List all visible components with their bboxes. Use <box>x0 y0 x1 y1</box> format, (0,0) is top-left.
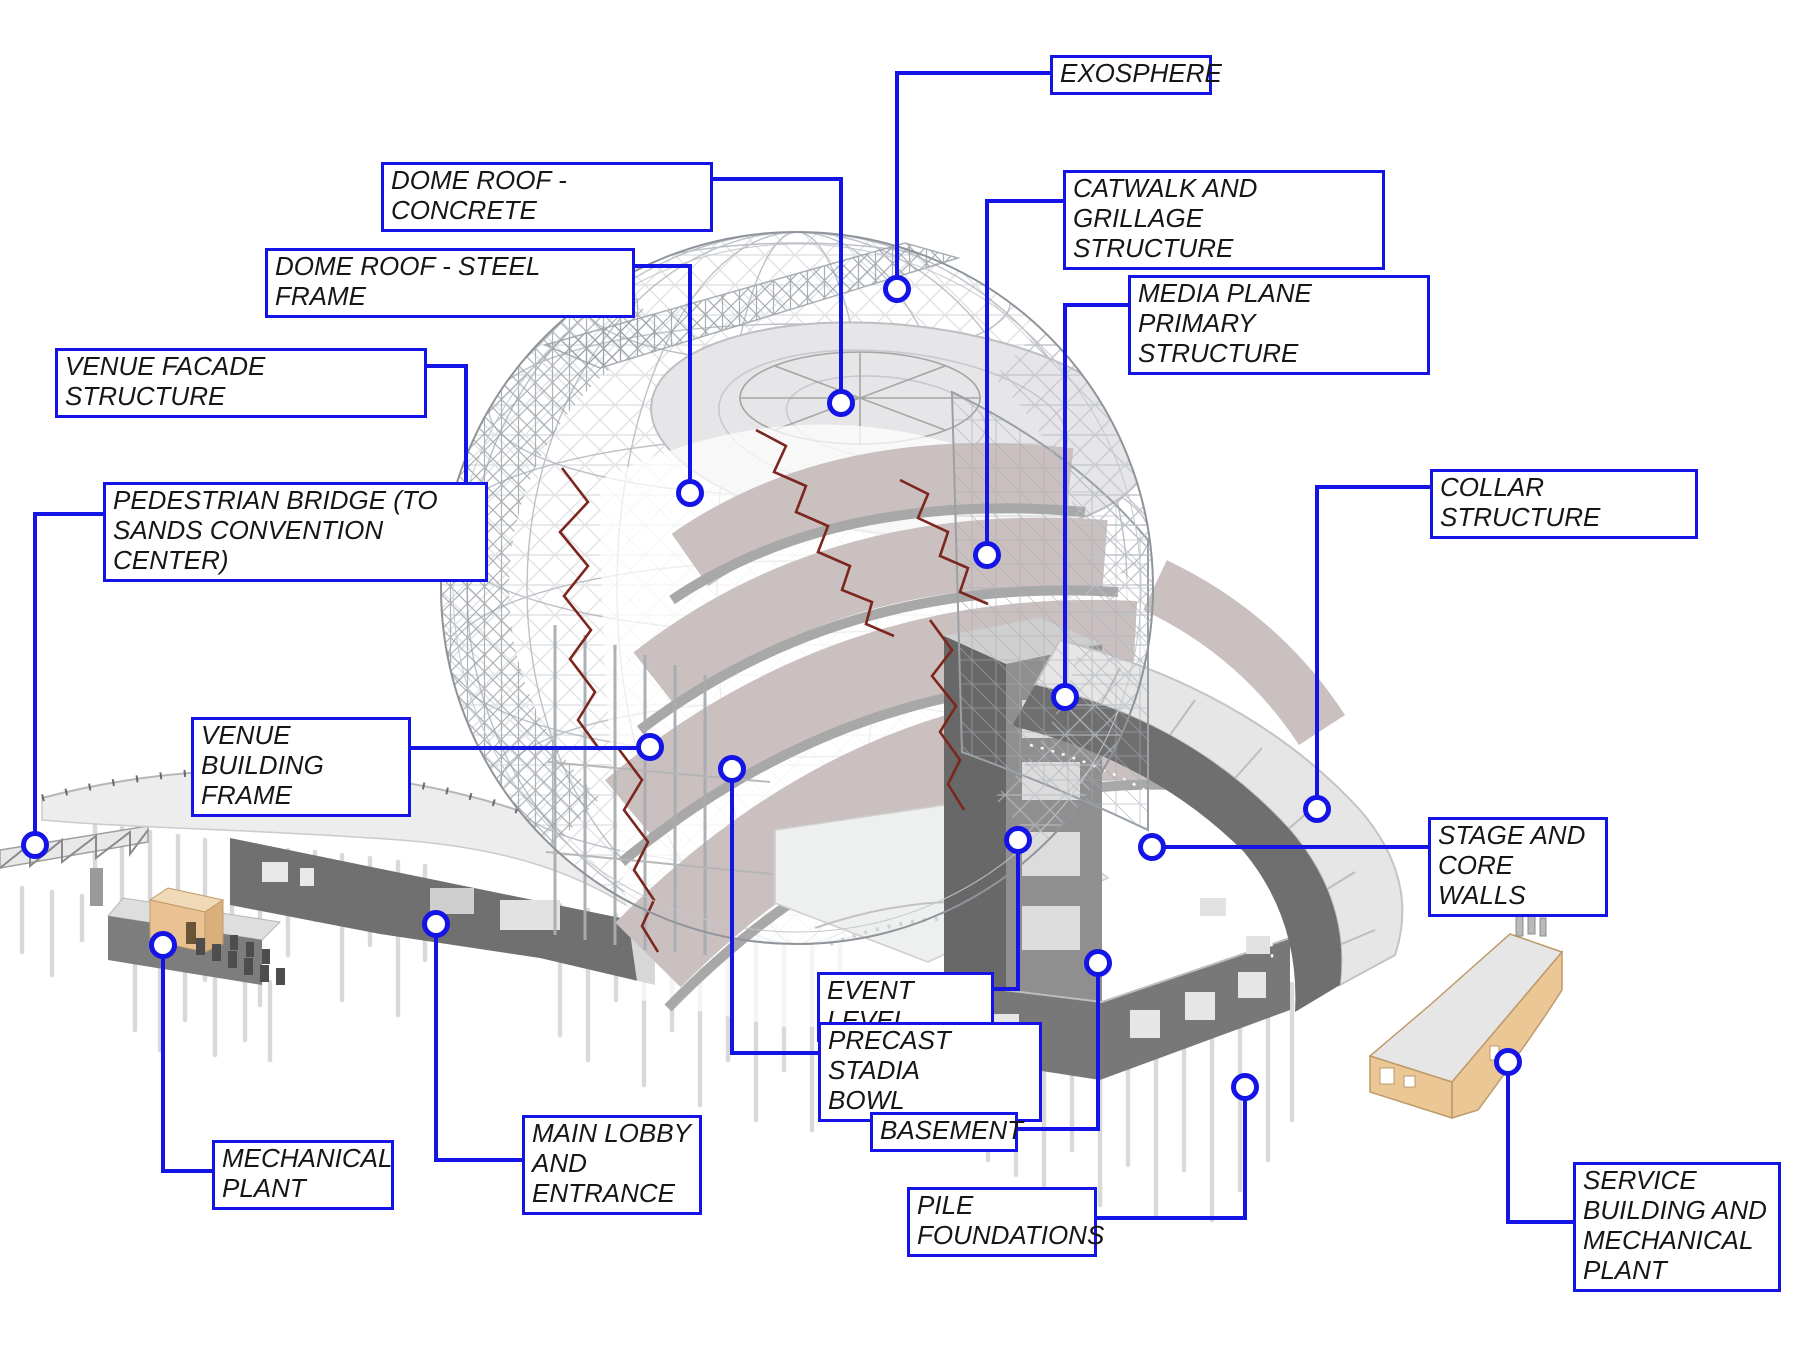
mechanical-plant-building <box>107 887 285 985</box>
callout-point-basement <box>1084 949 1112 977</box>
label-main-lobby-entrance: MAIN LOBBY AND ENTRANCE <box>522 1115 702 1215</box>
leader-basement <box>1018 963 1100 1131</box>
callout-point-collar <box>1303 795 1331 823</box>
label-collar-structure: COLLAR STRUCTURE <box>1430 469 1698 539</box>
callout-point-media-plane <box>1051 683 1079 711</box>
exosphere-near-shell <box>441 232 1153 944</box>
label-pedestrian-bridge: PEDESTRIAN BRIDGE (TO SANDS CONVENTION C… <box>103 482 488 582</box>
label-stage-core-walls: STAGE AND CORE WALLS <box>1428 817 1608 917</box>
maroon-edge-trusses <box>558 428 989 953</box>
callout-point-venue-frame <box>636 733 664 761</box>
leader-pedestrian-bridge <box>33 512 103 845</box>
callout-point-event-level <box>1004 826 1032 854</box>
leader-collar <box>1315 485 1430 809</box>
label-media-plane: MEDIA PLANE PRIMARY STRUCTURE <box>1128 275 1430 375</box>
callout-point-main-lobby <box>422 910 450 938</box>
callout-point-bridge <box>21 831 49 859</box>
callout-point-pile-foundations <box>1231 1073 1259 1101</box>
label-catwalk-grillage: CATWALK AND GRILLAGE STRUCTURE <box>1063 170 1385 270</box>
callout-point-stage-core <box>1138 833 1166 861</box>
leader-main-lobby <box>434 924 522 1162</box>
label-pile-foundations: PILE FOUNDATIONS <box>907 1187 1104 1257</box>
leader-mechanical-plant <box>161 945 212 1173</box>
leader-catwalk <box>985 199 1063 555</box>
callout-point-exosphere <box>883 275 911 303</box>
label-precast-stadia-bowl: PRECAST STADIA BOWL <box>818 1022 1042 1122</box>
leader-pile-foundations <box>1097 1087 1247 1220</box>
callout-point-service-building <box>1494 1048 1522 1076</box>
leader-event-level <box>994 840 1020 991</box>
callout-point-dome-concrete <box>827 389 855 417</box>
label-basement: BASEMENT <box>870 1112 1023 1152</box>
callout-points <box>21 275 1522 1101</box>
label-exosphere: EXOSPHERE <box>1050 55 1222 95</box>
callout-point-precast-bowl <box>718 755 746 783</box>
leader-venue-facade <box>427 364 468 497</box>
leader-media-plane <box>1063 303 1128 697</box>
label-service-building: SERVICE BUILDING AND MECHANICAL PLANT <box>1573 1162 1781 1292</box>
leader-precast-bowl <box>730 769 818 1055</box>
label-dome-roof-steel-frame: DOME ROOF - STEEL FRAME <box>265 248 635 318</box>
leader-service-building <box>1506 1062 1573 1224</box>
label-mechanical-plant: MECHANICAL PLANT <box>212 1140 394 1210</box>
sphere-rim <box>440 231 1154 945</box>
leader-exosphere <box>895 71 1050 289</box>
leader-dome-roof-steel <box>635 264 692 493</box>
callout-point-catwalk <box>973 541 1001 569</box>
label-venue-facade: VENUE FACADE STRUCTURE <box>55 348 427 418</box>
leader-dome-roof-concrete <box>713 177 843 403</box>
label-dome-roof-concrete: DOME ROOF - CONCRETE <box>381 162 713 232</box>
dome-roof-steel-frame-band <box>542 242 961 369</box>
callout-point-mechanical-plant <box>149 931 177 959</box>
service-building <box>1368 911 1564 1120</box>
callout-point-dome-steel <box>676 479 704 507</box>
label-venue-building-frame: VENUE BUILDING FRAME <box>191 717 411 817</box>
leader-lines <box>33 71 1573 1224</box>
